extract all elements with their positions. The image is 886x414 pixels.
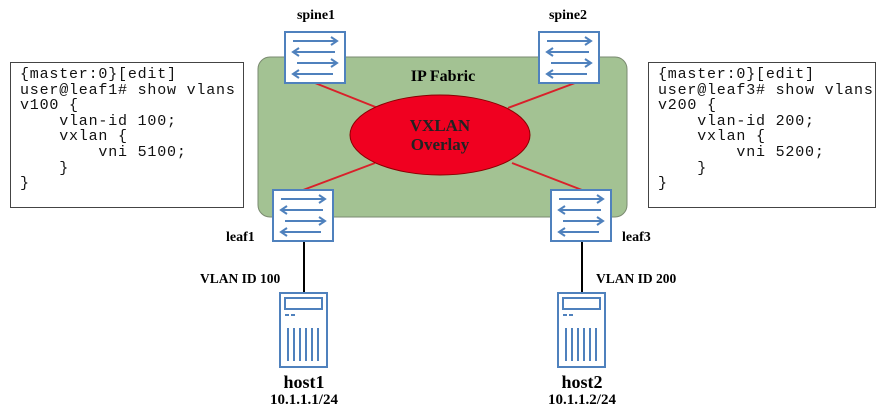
cli-output-leaf3: {master:0}[edit] user@leaf3# show vlans … [648,62,876,208]
overlay-label: VXLAN Overlay [380,116,500,154]
cli-line: vni 5200; [658,143,825,161]
cli-line: vni 5100; [20,143,187,161]
link-spine1-overlay [314,82,379,109]
overlay-line2: Overlay [410,135,470,154]
cli-line: vlan-id 200; [658,112,815,130]
cli-line: user@leaf3# show vlans [658,81,874,99]
cli-output-leaf1: {master:0}[edit] user@leaf1# show vlans … [10,62,244,208]
host2-server-icon [557,292,606,368]
cli-line: } [20,175,30,193]
vlan-100-label: VLAN ID 100 [200,271,281,286]
spine1-label: spine1 [296,8,336,23]
overlay-line1: VXLAN [409,116,471,135]
vxlan-overlay [349,94,531,176]
leaf3-switch-icon [550,189,612,242]
host2-ip: 10.1.1.2/24 [548,392,616,408]
leaf1-switch-icon [272,189,334,242]
spine2-switch-icon [538,31,600,84]
cli-line: vlan-id 100; [20,112,177,130]
cli-line: user@leaf1# show vlans [20,81,236,99]
cli-line: } [658,175,668,193]
cli-line: } [20,159,70,177]
cli-line: {master:0}[edit] [20,66,177,83]
host2-name: host2 [561,372,603,392]
leaf1-label: leaf1 [226,230,255,245]
ip-fabric-label: IP Fabric [410,68,476,85]
spine1-switch-icon [284,31,346,84]
host1-name: host1 [283,372,325,392]
link-leaf1-overlay [302,162,376,191]
leaf3-label: leaf3 [622,230,651,245]
spine2-label: spine2 [548,8,588,23]
cli-line: v100 { [20,97,79,115]
link-leaf3-overlay [511,162,583,191]
host1-server-icon [279,292,328,368]
cli-line: vxlan { [658,128,766,146]
link-spine2-overlay [507,82,576,109]
cli-line: vxlan { [20,128,128,146]
cli-line: {master:0}[edit] [658,66,815,83]
cli-line: } [658,159,708,177]
vlan-200-label: VLAN ID 200 [596,271,677,286]
host1-ip: 10.1.1.1/24 [270,392,338,408]
cli-line: v200 { [658,97,717,115]
